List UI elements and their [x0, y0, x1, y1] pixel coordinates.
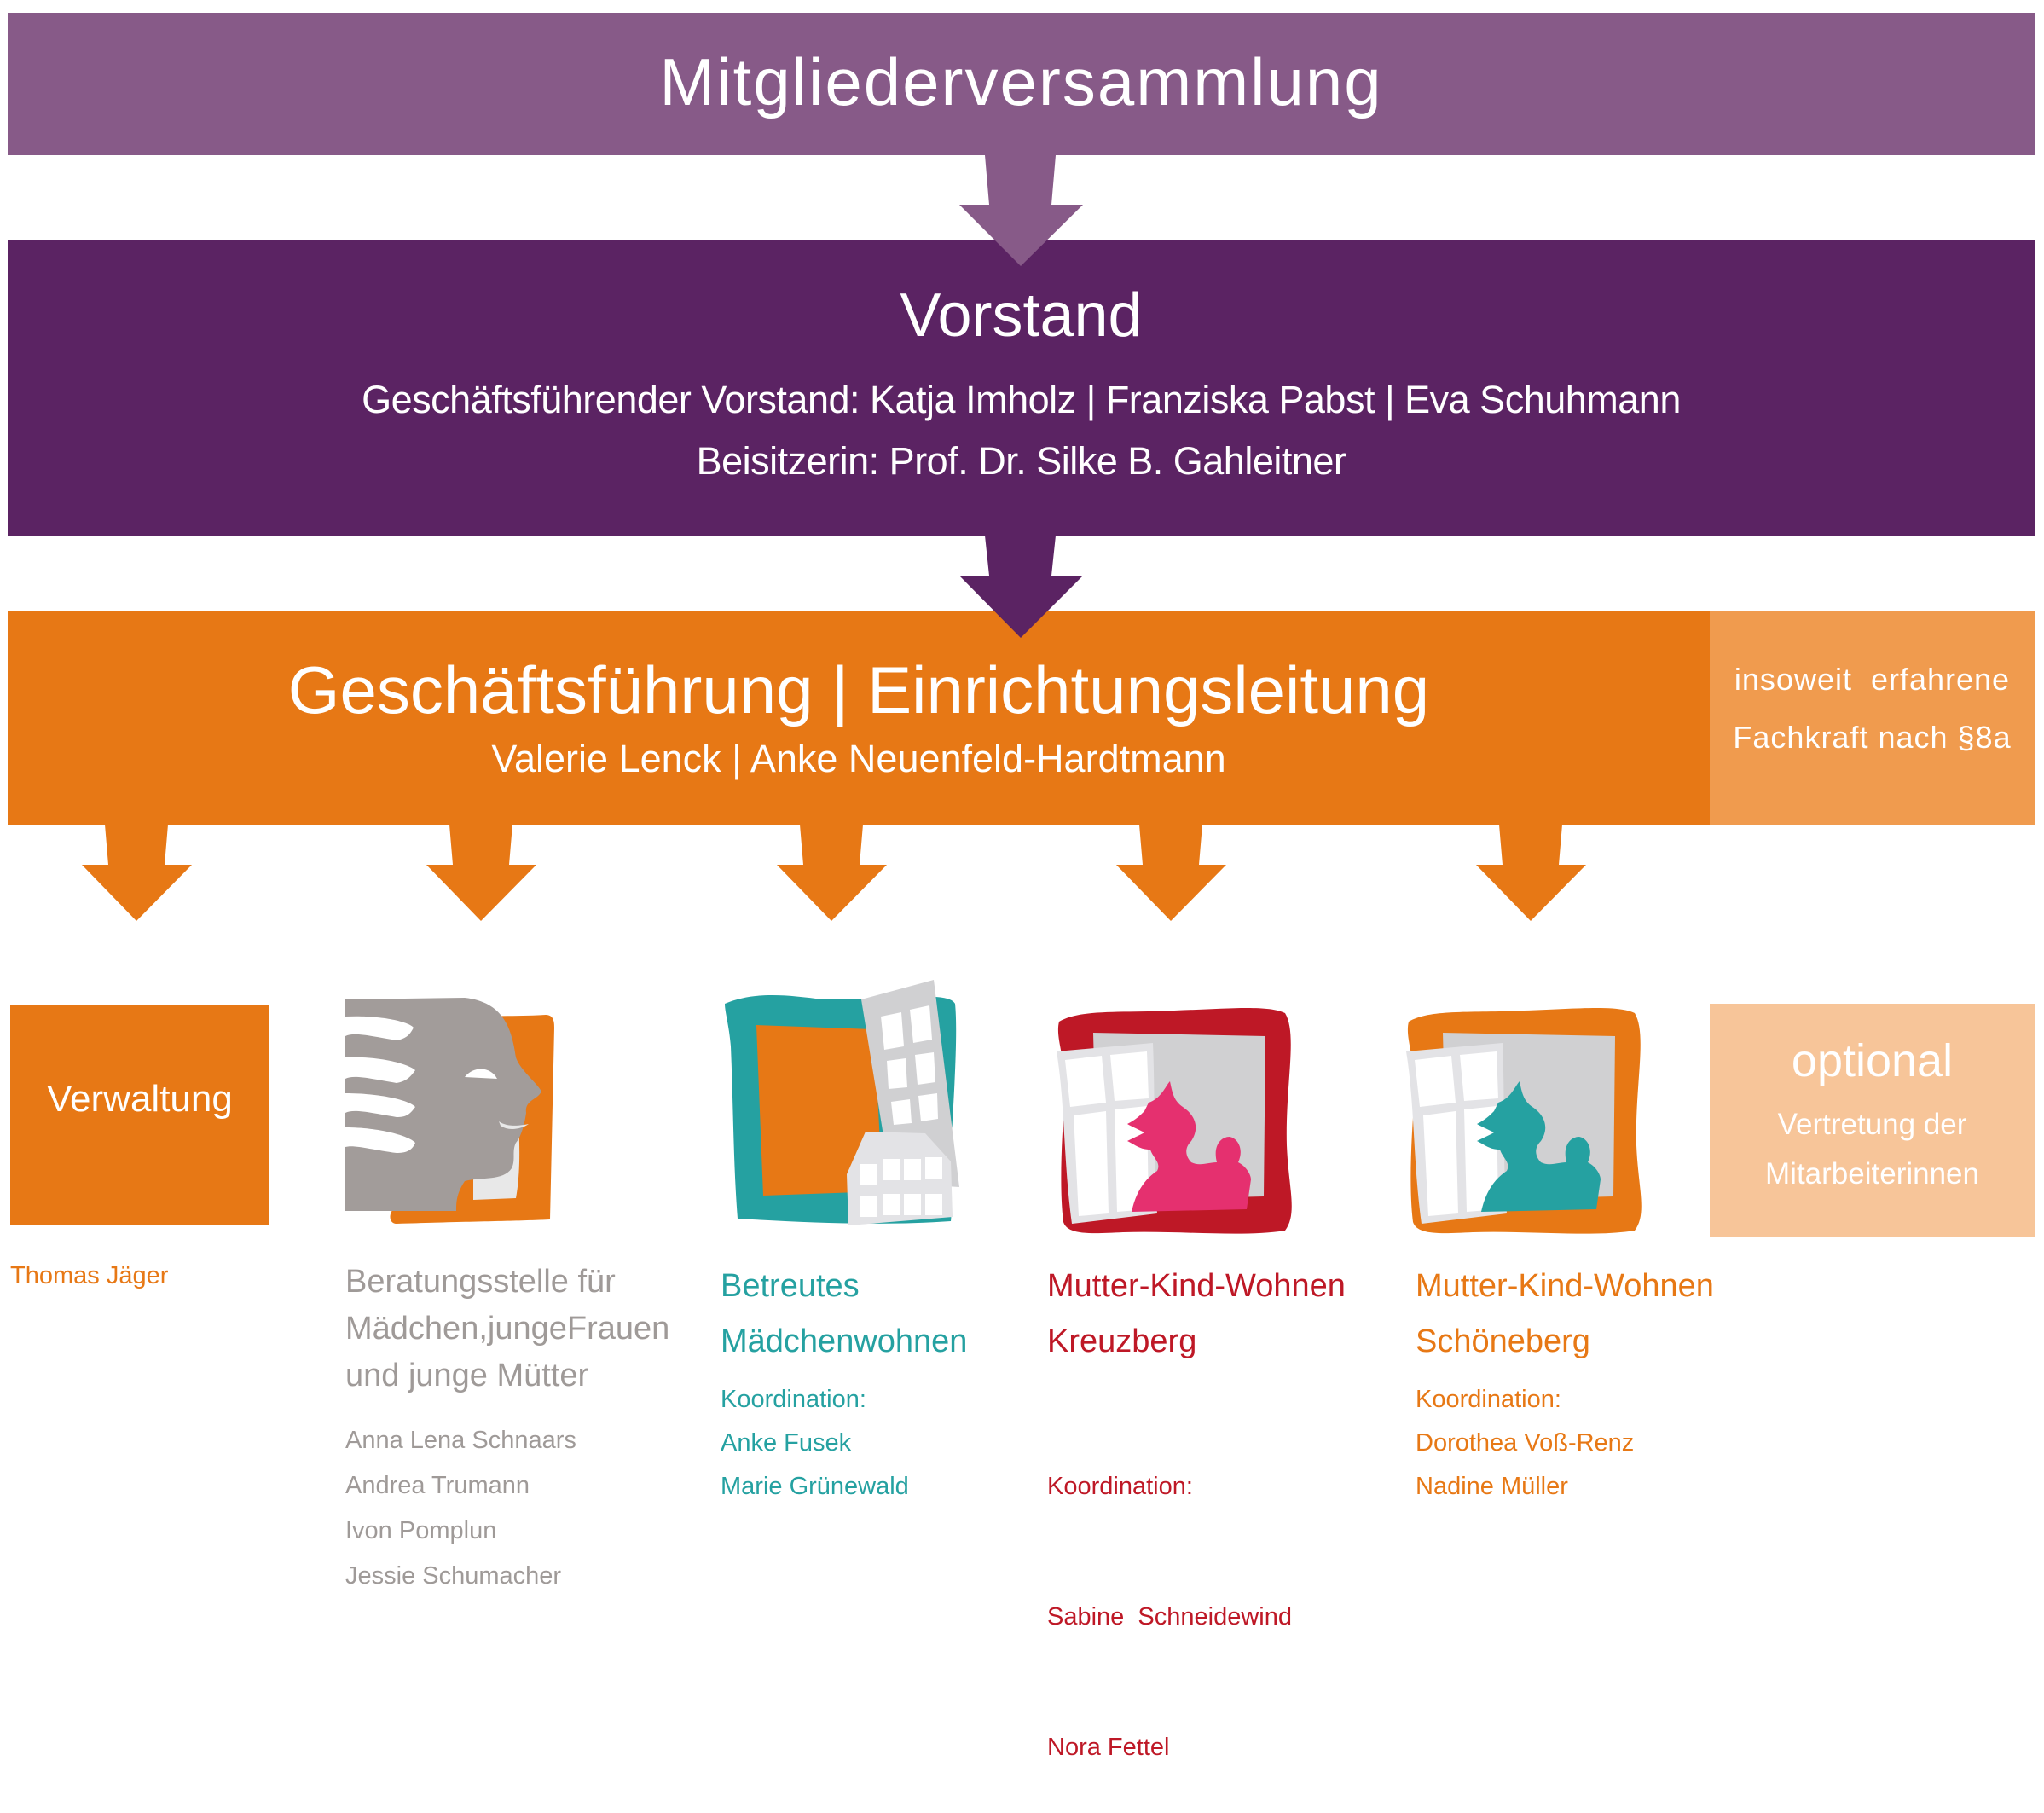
verwaltung-label: Verwaltung — [47, 1078, 233, 1120]
geschaeftsfuehrung-box: Geschäftsführung | Einrichtungsleitung V… — [8, 611, 1710, 825]
beratung-title: Beratungsstelle für Mädchen,jungeFrauen … — [345, 1259, 669, 1399]
optional-line2: Mitarbeiterinnen — [1765, 1157, 1979, 1190]
beratung-staff: Anna Lena Schnaars Andrea Trumann Ivon P… — [345, 1418, 576, 1599]
kreuzberg-title-line: Kreuzberg — [1047, 1324, 1197, 1359]
arrow-down-icon — [777, 825, 887, 921]
face-profile-icon — [345, 998, 554, 1224]
kreuzberg-koordination: Koordination: Sabine Schneidewind Nora F… — [1047, 1378, 1292, 1813]
verwaltung-box: Verwaltung — [10, 1005, 269, 1225]
arrow-down-icon — [959, 155, 1083, 266]
fachkraft-line1: insoweit erfahrene — [1734, 662, 2011, 697]
staff-name: Sabine Schneidewind — [1047, 1603, 1292, 1631]
staff-name: Anke Fusek — [721, 1429, 852, 1457]
mother-child-window-icon — [1057, 1007, 1292, 1234]
fachkraft-box: insoweit erfahrene Fachkraft nach §8a — [1710, 611, 2035, 825]
arrow-down-icon — [426, 825, 536, 921]
schoeneberg-koordination: Koordination: Dorothea Voß-Renz Nadine M… — [1416, 1378, 1634, 1509]
staff-name: Dorothea Voß-Renz — [1416, 1429, 1635, 1457]
vorstand-beisitzerin: Beisitzerin: Prof. Dr. Silke B. Gahleitn… — [696, 439, 1346, 483]
flow-arrows — [82, 155, 1586, 921]
vorstand-title: Vorstand — [900, 281, 1143, 350]
optional-title: optional — [1791, 1035, 1954, 1086]
kreuzberg-title: Mutter-Kind-Wohnen Kreuzberg — [1047, 1259, 1346, 1370]
vorstand-members: Geschäftsführender Vorstand: Katja Imhol… — [362, 378, 1681, 421]
optional-line1: Vertretung der — [1777, 1108, 1967, 1141]
arrow-down-icon — [1476, 825, 1586, 921]
mother-child-window-icon — [1406, 1007, 1642, 1234]
betreutes-title-line: Mädchenwohnen — [721, 1324, 968, 1359]
arrow-down-icon — [959, 536, 1083, 638]
geschaeftsfuehrung-title: Geschäftsführung | Einrichtungsleitung — [287, 652, 1430, 727]
schoeneberg-title-line: Mutter-Kind-Wohnen — [1416, 1268, 1714, 1304]
kreuzberg-title-line: Mutter-Kind-Wohnen — [1047, 1268, 1346, 1304]
verwaltung-name: Thomas Jäger — [10, 1262, 169, 1289]
arrow-down-icon — [1116, 825, 1226, 921]
beratung-title-line: und junge Mütter — [345, 1358, 589, 1393]
staff-name: Marie Grünewald — [721, 1473, 909, 1500]
staff-name: Ivon Pomplun — [345, 1517, 497, 1544]
betreutes-title: Betreutes Mädchenwohnen — [721, 1259, 967, 1370]
vorstand-box: Vorstand Geschäftsführender Vorstand: Ka… — [8, 240, 2035, 536]
geschaeftsfuehrung-names: Valerie Lenck | Anke Neuenfeld-Hardtmann — [491, 737, 1226, 780]
staff-name: Nora Fettel — [1047, 1734, 1170, 1761]
koordination-label: Koordination: — [721, 1386, 866, 1413]
beratung-title-line: Mädchen,jungeFrauen — [345, 1311, 670, 1347]
betreutes-koordination: Koordination: Anke Fusek Marie Grünewald — [721, 1378, 909, 1509]
betreutes-title-line: Betreutes — [721, 1268, 860, 1304]
arrow-down-icon — [82, 825, 192, 921]
koordination-label: Koordination: — [1047, 1473, 1193, 1500]
buildings-icon — [725, 980, 959, 1225]
mitgliederversammlung-box: Mitgliederversammlung — [8, 13, 2035, 155]
staff-name: Nadine Müller — [1416, 1473, 1568, 1500]
schoeneberg-title-line: Schöneberg — [1416, 1324, 1590, 1359]
staff-name: Jessie Schumacher — [345, 1562, 562, 1590]
staff-name: Anna Lena Schnaars — [345, 1427, 576, 1454]
schoeneberg-title: Mutter-Kind-Wohnen Schöneberg — [1416, 1259, 1714, 1370]
fachkraft-line2: Fachkraft nach §8a — [1733, 720, 2012, 755]
mitgliederversammlung-title: Mitgliederversammlung — [659, 44, 1383, 119]
koordination-label: Koordination: — [1416, 1386, 1561, 1413]
staff-name: Andrea Trumann — [345, 1472, 530, 1499]
optional-box: optional Vertretung der Mitarbeiterinnen — [1710, 1004, 2035, 1237]
beratung-title-line: Beratungsstelle für — [345, 1264, 616, 1300]
